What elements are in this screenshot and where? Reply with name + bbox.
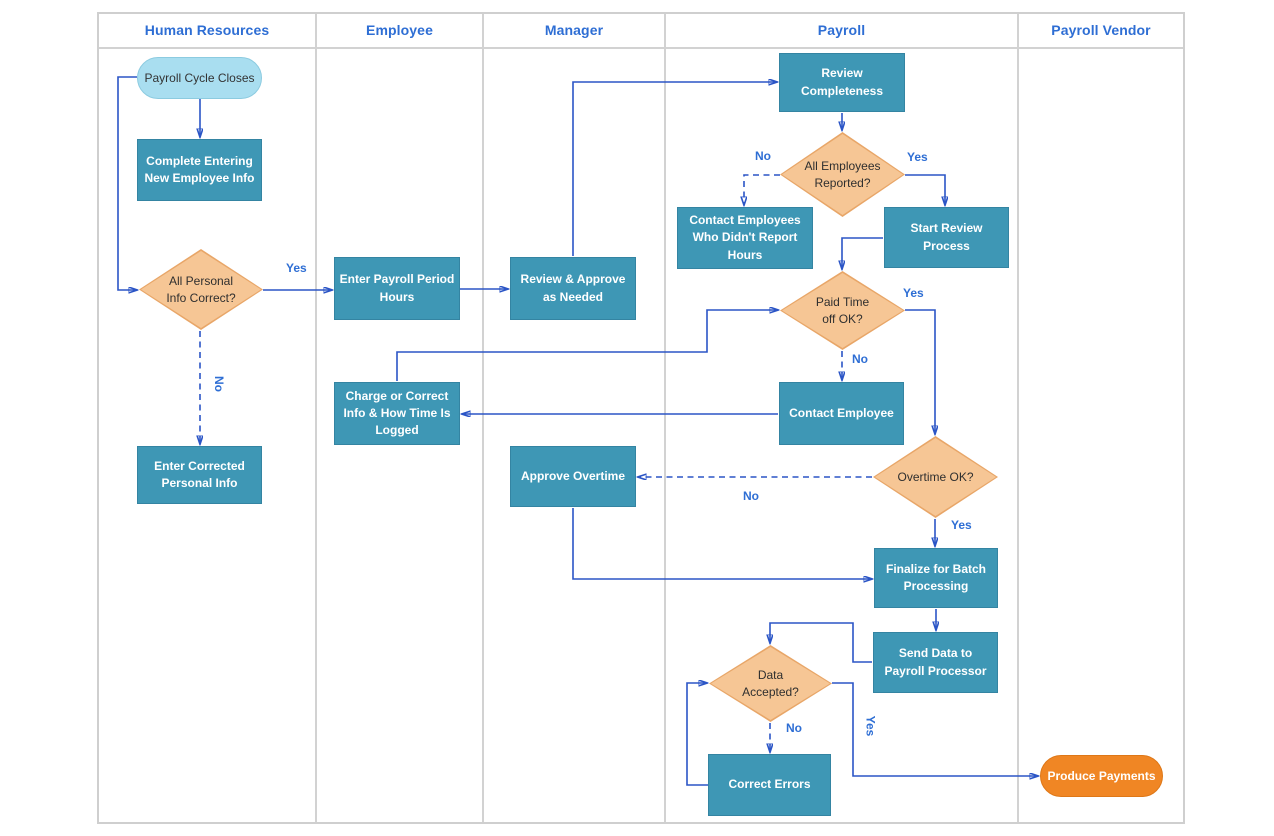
node-enter-payroll-period-hours: Enter Payroll Period Hours <box>334 257 460 320</box>
node-label: Paid Time off OK? <box>815 294 870 326</box>
lane-divider-3 <box>664 14 666 822</box>
node-enter-corrected-personal-info: Enter Corrected Personal Info <box>137 446 262 504</box>
lane-header-employee: Employee <box>366 22 433 38</box>
node-data-accepted: Data Accepted? <box>709 645 832 722</box>
edge-label-data-yes: Yes <box>863 715 878 737</box>
edge-start-to-personal-info-decision <box>117 76 137 290</box>
node-label: Review Completeness <box>800 66 884 98</box>
node-label: Finalize for Batch Processing <box>885 561 986 593</box>
node-all-employees-reported: All Employees Reported? <box>780 132 905 217</box>
node-label: All Personal Info Correct? <box>166 273 236 305</box>
node-label: Contact Employee <box>789 405 894 420</box>
node-overtime-ok: Overtime OK? <box>873 436 998 518</box>
node-paid-time-off-ok: Paid Time off OK? <box>780 271 905 350</box>
edge-review-approve-to-completeness <box>572 82 777 256</box>
edge-label-overtime-yes: Yes <box>951 518 972 532</box>
edge-start-review-to-pto-decision <box>842 237 883 269</box>
edge-data-yes-to-produce-payments <box>832 682 1038 776</box>
edge-label-pto-yes: Yes <box>903 286 924 300</box>
node-start-review-process: Start Review Process <box>884 207 1009 268</box>
node-review-completeness: Review Completeness <box>779 53 905 112</box>
lane-divider-4 <box>1017 14 1019 822</box>
node-label: Contact Employees Who Didn't Report Hour… <box>689 213 801 262</box>
edge-correct-errors-to-data-accepted <box>686 683 708 786</box>
edge-pto-yes <box>905 309 935 434</box>
node-label: Overtime OK? <box>897 469 974 484</box>
edge-label-overtime-no: No <box>743 489 759 503</box>
node-label: Complete Entering New Employee Info <box>144 153 255 185</box>
lane-header-human-resources: Human Resources <box>144 22 270 38</box>
node-finalize-for-batch-processing: Finalize for Batch Processing <box>874 548 998 608</box>
edge-label-pto-no: No <box>852 352 868 366</box>
node-label: Charge or Correct Info & How Time Is Log… <box>343 388 451 438</box>
node-correct-errors: Correct Errors <box>708 754 831 816</box>
edge-label-data-no: No <box>786 721 802 735</box>
edge-label-reported-no: No <box>755 149 771 163</box>
node-label: Data Accepted? <box>742 667 799 699</box>
node-label: All Employees Reported? <box>804 158 881 190</box>
edge-send-data-to-data-accepted <box>770 622 872 663</box>
node-send-data-to-payroll-processor: Send Data to Payroll Processor <box>873 632 998 693</box>
node-label: Correct Errors <box>728 777 811 792</box>
edge-charge-correct-to-pto-decision <box>396 310 778 381</box>
node-contact-employees-who-didnt-report: Contact Employees Who Didn't Report Hour… <box>677 207 813 269</box>
node-label: Review & Approve as Needed <box>520 272 626 304</box>
edge-reported-yes <box>905 174 945 205</box>
swimlane-grid: Human Resources Employee Manager Payroll… <box>97 12 1185 824</box>
node-label: Start Review Process <box>910 221 983 253</box>
node-all-personal-info-correct: All Personal Info Correct? <box>139 249 263 330</box>
lane-header-payroll: Payroll <box>817 22 866 38</box>
edge-reported-no <box>744 174 780 205</box>
edge-label-personal-info-no: No <box>212 376 226 392</box>
edge-label-reported-yes: Yes <box>907 150 928 164</box>
node-charge-or-correct-info: Charge or Correct Info & How Time Is Log… <box>334 382 460 445</box>
lane-header-manager: Manager <box>544 22 604 38</box>
node-produce-payments: Produce Payments <box>1040 755 1163 797</box>
lane-header-separator <box>99 47 1183 49</box>
node-label: Approve Overtime <box>520 468 626 483</box>
node-complete-entering-new-employee-info: Complete Entering New Employee Info <box>137 139 262 201</box>
edge-label-personal-info-yes: Yes <box>286 261 307 275</box>
lane-divider-2 <box>482 14 484 822</box>
lane-divider-1 <box>315 14 317 822</box>
node-label: Send Data to Payroll Processor <box>884 646 987 678</box>
node-approve-overtime: Approve Overtime <box>510 446 636 507</box>
node-label: Enter Payroll Period Hours <box>339 272 455 304</box>
lane-header-payroll-vendor: Payroll Vendor <box>1051 22 1151 38</box>
node-label: Enter Corrected Personal Info <box>154 458 245 490</box>
node-label: Payroll Cycle Closes <box>144 70 255 85</box>
node-payroll-cycle-closes: Payroll Cycle Closes <box>137 57 262 99</box>
node-review-approve-as-needed: Review & Approve as Needed <box>510 257 636 320</box>
node-label: Produce Payments <box>1047 769 1156 783</box>
edge-approve-overtime-to-finalize <box>572 508 872 579</box>
node-contact-employee: Contact Employee <box>779 382 904 445</box>
